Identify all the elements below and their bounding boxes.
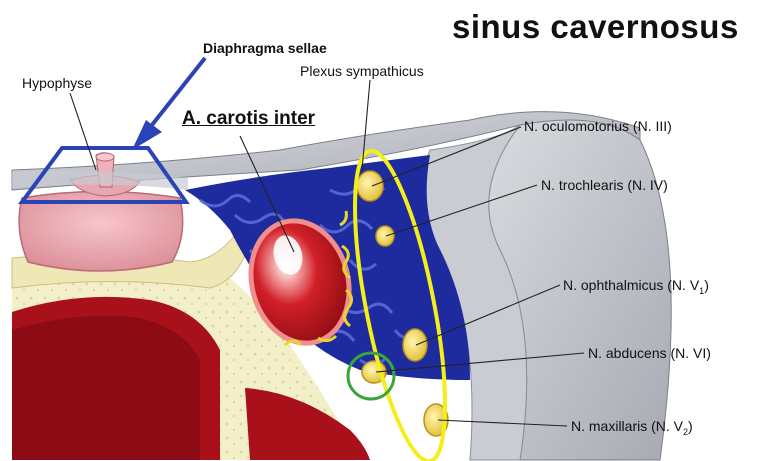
sphenoid-sinus-left-shade — [12, 316, 200, 460]
label-carotis-interna: A. carotis inter — [182, 108, 315, 130]
nerve-ophthalmic — [403, 329, 427, 361]
label-maxillaris: N. maxillaris (N. V2) — [571, 418, 693, 440]
label-diaphragma-sellae: Diaphragma sellae — [203, 40, 327, 56]
label-trochlearis: N. trochlearis (N. IV) — [541, 177, 668, 193]
label-maxillaris-end: ) — [688, 418, 693, 434]
label-ophthalmicus-end: ) — [704, 277, 709, 293]
label-hypophyse: Hypophyse — [22, 75, 92, 91]
label-ophthalmicus-text: N. ophthalmicus (N. V — [563, 277, 699, 293]
page-title: sinus cavernosus — [452, 8, 739, 46]
pituitary-stalk-cap — [96, 153, 114, 161]
label-ophthalmicus: N. ophthalmicus (N. V1) — [563, 277, 709, 299]
label-plexus-sympathicus: Plexus sympathicus — [300, 63, 424, 79]
label-maxillaris-text: N. maxillaris (N. V — [571, 418, 683, 434]
nerve-oculomotor — [357, 171, 383, 201]
label-oculomotorius: N. oculomotorius (N. III) — [524, 118, 672, 134]
diaphragma-arrow-head — [132, 120, 162, 150]
nerve-trochlear — [376, 226, 394, 246]
label-abducens: N. abducens (N. VI) — [588, 345, 711, 361]
